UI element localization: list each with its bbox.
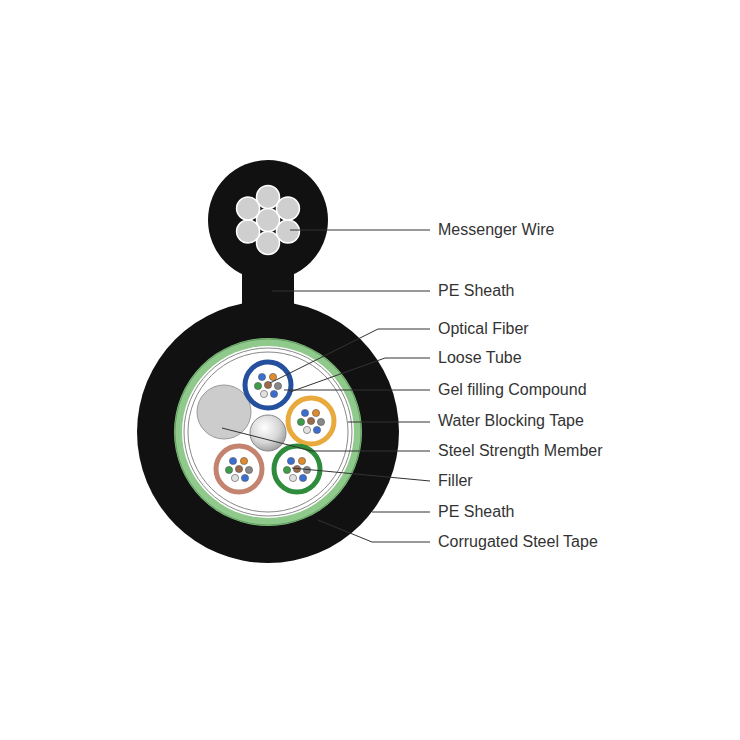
part-label: Filler xyxy=(438,471,473,491)
part-label: Water Blocking Tape xyxy=(438,411,584,431)
optical-fiber xyxy=(299,474,306,481)
loose-tube xyxy=(288,398,334,444)
steel-strand xyxy=(276,220,299,243)
steel-strand xyxy=(237,220,260,243)
loose-tube xyxy=(216,446,262,492)
optical-fiber xyxy=(241,474,248,481)
leader-line xyxy=(222,428,430,451)
part-label: Optical Fiber xyxy=(438,319,529,339)
loose-tube xyxy=(274,446,320,492)
tape-edge xyxy=(175,339,361,525)
optical-fiber xyxy=(274,382,281,389)
optical-fiber xyxy=(283,466,290,473)
leader-line xyxy=(318,520,430,542)
leader-line xyxy=(270,329,430,383)
optical-fiber xyxy=(240,457,247,464)
optical-fiber xyxy=(289,474,296,481)
water-blocking-tape xyxy=(184,348,352,516)
optical-fiber xyxy=(258,373,265,380)
optical-fiber xyxy=(225,466,232,473)
tube-wall xyxy=(216,446,262,492)
steel-strand xyxy=(257,186,280,209)
leader-line xyxy=(272,291,430,292)
filler-rod xyxy=(197,385,251,439)
optical-fiber xyxy=(269,373,276,380)
steel-strength-member xyxy=(250,415,286,451)
optical-fiber xyxy=(260,390,267,397)
optical-fiber xyxy=(317,418,324,425)
inner-pe-sheath xyxy=(182,346,354,518)
optical-fiber xyxy=(298,457,305,464)
corrugated-steel-tape xyxy=(174,338,362,526)
leader-line xyxy=(348,422,430,423)
optical-fiber xyxy=(312,409,319,416)
messenger-sheath xyxy=(208,160,328,280)
optical-fiber xyxy=(301,409,308,416)
optical-fiber xyxy=(287,457,294,464)
leader-line xyxy=(290,230,430,231)
part-label: Messenger Wire xyxy=(438,220,554,240)
part-label: Gel filling Compound xyxy=(438,380,587,400)
steel-strand xyxy=(257,232,280,255)
water-blocking-tape-inner xyxy=(188,352,348,512)
optical-fiber xyxy=(270,390,277,397)
steel-strand xyxy=(257,209,280,232)
loose-tube xyxy=(245,362,291,408)
optical-fiber xyxy=(297,418,304,425)
loose-tubes xyxy=(216,362,334,492)
leader-line xyxy=(372,512,430,513)
steel-strand xyxy=(237,197,260,220)
optical-fiber xyxy=(313,426,320,433)
leader-lines xyxy=(222,230,430,542)
optical-fiber xyxy=(245,466,252,473)
outer-pe-sheath xyxy=(137,301,399,563)
part-label: Corrugated Steel Tape xyxy=(438,532,598,552)
optical-fiber xyxy=(303,426,310,433)
part-label: Loose Tube xyxy=(438,348,522,368)
tube-wall xyxy=(274,446,320,492)
leader-line xyxy=(284,390,430,391)
part-label: Steel Strength Member xyxy=(438,441,603,461)
messenger-wire xyxy=(237,186,300,255)
optical-fiber xyxy=(229,457,236,464)
tube-wall xyxy=(245,362,291,408)
optical-fiber xyxy=(231,474,238,481)
optical-fiber xyxy=(254,382,261,389)
leader-line xyxy=(292,468,430,481)
optical-fiber xyxy=(235,465,242,472)
tube-wall xyxy=(288,398,334,444)
steel-strand xyxy=(276,197,299,220)
leader-line xyxy=(290,358,430,392)
optical-fiber xyxy=(307,417,314,424)
part-label: PE Sheath xyxy=(438,281,515,301)
part-label: PE Sheath xyxy=(438,502,515,522)
